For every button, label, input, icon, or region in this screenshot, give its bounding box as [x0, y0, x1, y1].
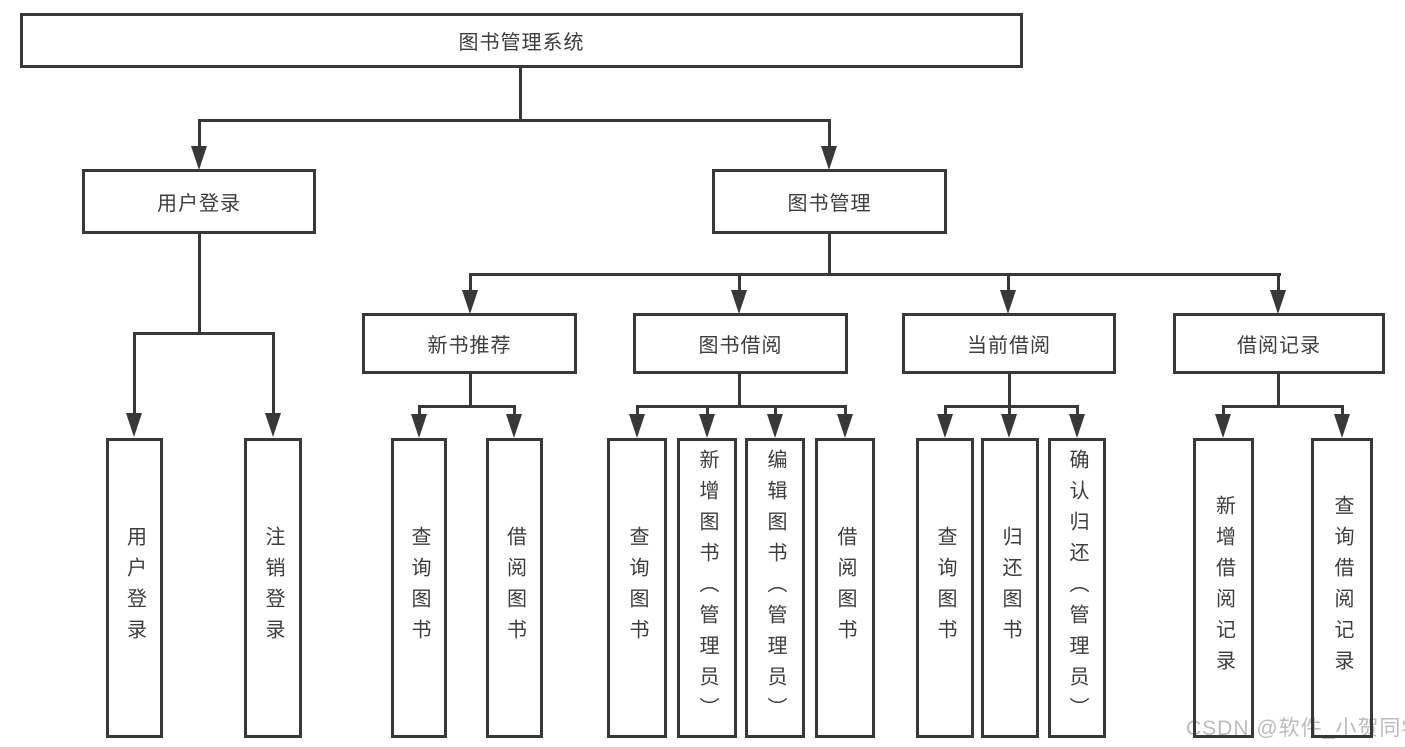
node-add-borrow-record: 新增借阅记录: [1193, 438, 1254, 738]
arrow-down-icon: [699, 414, 715, 438]
node-label: 新增图书（管理员）: [696, 448, 718, 728]
connector-vline: [738, 374, 741, 407]
node-borrow-books-borrowing: 借阅图书: [815, 438, 875, 738]
node-edit-books-admin: 编辑图书（管理员）: [745, 438, 805, 738]
connector-vline: [418, 405, 421, 416]
connector-vline: [272, 332, 275, 414]
connector-vline: [1008, 374, 1011, 407]
node-label: 查询借阅记录: [1331, 495, 1353, 681]
watermark: CSDN @软件_小贺同学: [1186, 717, 1405, 740]
connector-hline: [418, 405, 516, 408]
connector-vline: [1341, 405, 1344, 416]
node-query-books-borrowing: 查询图书: [607, 438, 667, 738]
node-label: 图书借阅: [698, 335, 783, 357]
node-label: 图书管理: [787, 193, 872, 215]
node-label: 当前借阅: [967, 335, 1051, 357]
connector-vline: [1277, 374, 1280, 407]
arrow-down-icon: [629, 414, 645, 438]
arrow-down-icon: [1334, 414, 1350, 438]
arrow-down-icon: [1000, 290, 1016, 314]
arrow-down-icon: [821, 146, 837, 170]
node-user-login-leaf: 用户登录: [106, 438, 163, 738]
node-user-login: 用户登录: [82, 169, 316, 234]
arrow-down-icon: [411, 414, 427, 438]
connector-vline: [469, 374, 472, 407]
node-new-book-recommendation: 新书推荐: [362, 313, 577, 374]
node-borrow-books-recommend: 借阅图书: [486, 438, 543, 738]
node-add-books-admin: 新增图书（管理员）: [677, 438, 737, 738]
arrow-down-icon: [837, 414, 853, 438]
connector-vline: [636, 405, 639, 416]
arrow-down-icon: [1270, 290, 1286, 314]
connector-vline: [1007, 273, 1010, 292]
node-label: 归还图书: [999, 526, 1021, 650]
arrow-down-icon: [1069, 414, 1085, 438]
connector-hline: [469, 273, 1281, 276]
node-label: 查询图书: [408, 526, 430, 650]
connector-vline: [519, 68, 522, 120]
node-confirm-return-admin: 确认归还（管理员）: [1048, 438, 1106, 738]
node-book-borrowing: 图书借阅: [633, 313, 848, 374]
node-label: 新书推荐: [427, 335, 512, 357]
connector-hline: [636, 405, 847, 408]
node-root-label: 图书管理系统: [458, 32, 585, 54]
connector-hline: [1222, 405, 1344, 408]
node-return-books: 归还图书: [981, 438, 1039, 738]
connector-vline: [1076, 405, 1079, 416]
node-label: 新增借阅记录: [1212, 495, 1235, 681]
connector-hline: [944, 405, 1079, 408]
arrow-down-icon: [191, 146, 207, 170]
arrow-down-icon: [506, 414, 522, 438]
connector-vline: [828, 119, 831, 147]
connector-vline: [844, 405, 847, 416]
node-label: 查询图书: [626, 526, 648, 650]
node-book-management: 图书管理: [712, 169, 947, 234]
arrow-down-icon: [126, 413, 142, 437]
node-query-books-recommend: 查询图书: [391, 438, 447, 738]
arrow-down-icon: [1001, 414, 1017, 438]
node-label: 编辑图书（管理员）: [764, 448, 786, 728]
connector-vline: [1008, 405, 1011, 416]
arrow-down-icon: [767, 414, 783, 438]
connector-hline: [198, 119, 831, 122]
node-label: 注销登录: [262, 526, 284, 650]
arrow-down-icon: [731, 290, 747, 314]
node-root: 图书管理系统: [20, 13, 1023, 68]
arrow-down-icon: [265, 413, 281, 437]
node-label: 用户登录: [157, 193, 241, 215]
node-label: 借阅记录: [1237, 335, 1321, 357]
node-borrowing-records: 借阅记录: [1173, 313, 1385, 374]
connector-vline: [133, 332, 136, 414]
connector-vline: [828, 234, 831, 275]
node-label: 查询图书: [934, 526, 956, 650]
node-label: 借阅图书: [503, 526, 526, 650]
connector-vline: [469, 273, 472, 292]
arrow-down-icon: [937, 414, 953, 438]
connector-vline: [198, 234, 201, 335]
connector-vline: [198, 119, 201, 147]
connector-hline: [133, 332, 275, 335]
connector-vline: [738, 273, 741, 292]
connector-vline: [774, 405, 777, 416]
arrow-down-icon: [1215, 414, 1231, 438]
node-logout: 注销登录: [244, 438, 302, 738]
connector-vline: [944, 405, 947, 416]
node-current-borrowing: 当前借阅: [902, 313, 1116, 374]
node-query-borrow-record: 查询借阅记录: [1311, 438, 1373, 738]
node-label: 确认归还（管理员）: [1066, 448, 1088, 728]
node-label: 借阅图书: [834, 526, 856, 650]
connector-vline: [1222, 405, 1225, 416]
connector-vline: [706, 405, 709, 416]
arrow-down-icon: [462, 290, 478, 314]
node-label: 用户登录: [123, 526, 146, 650]
node-query-books-current: 查询图书: [916, 438, 974, 738]
connector-vline: [1277, 273, 1280, 292]
connector-vline: [513, 405, 516, 416]
